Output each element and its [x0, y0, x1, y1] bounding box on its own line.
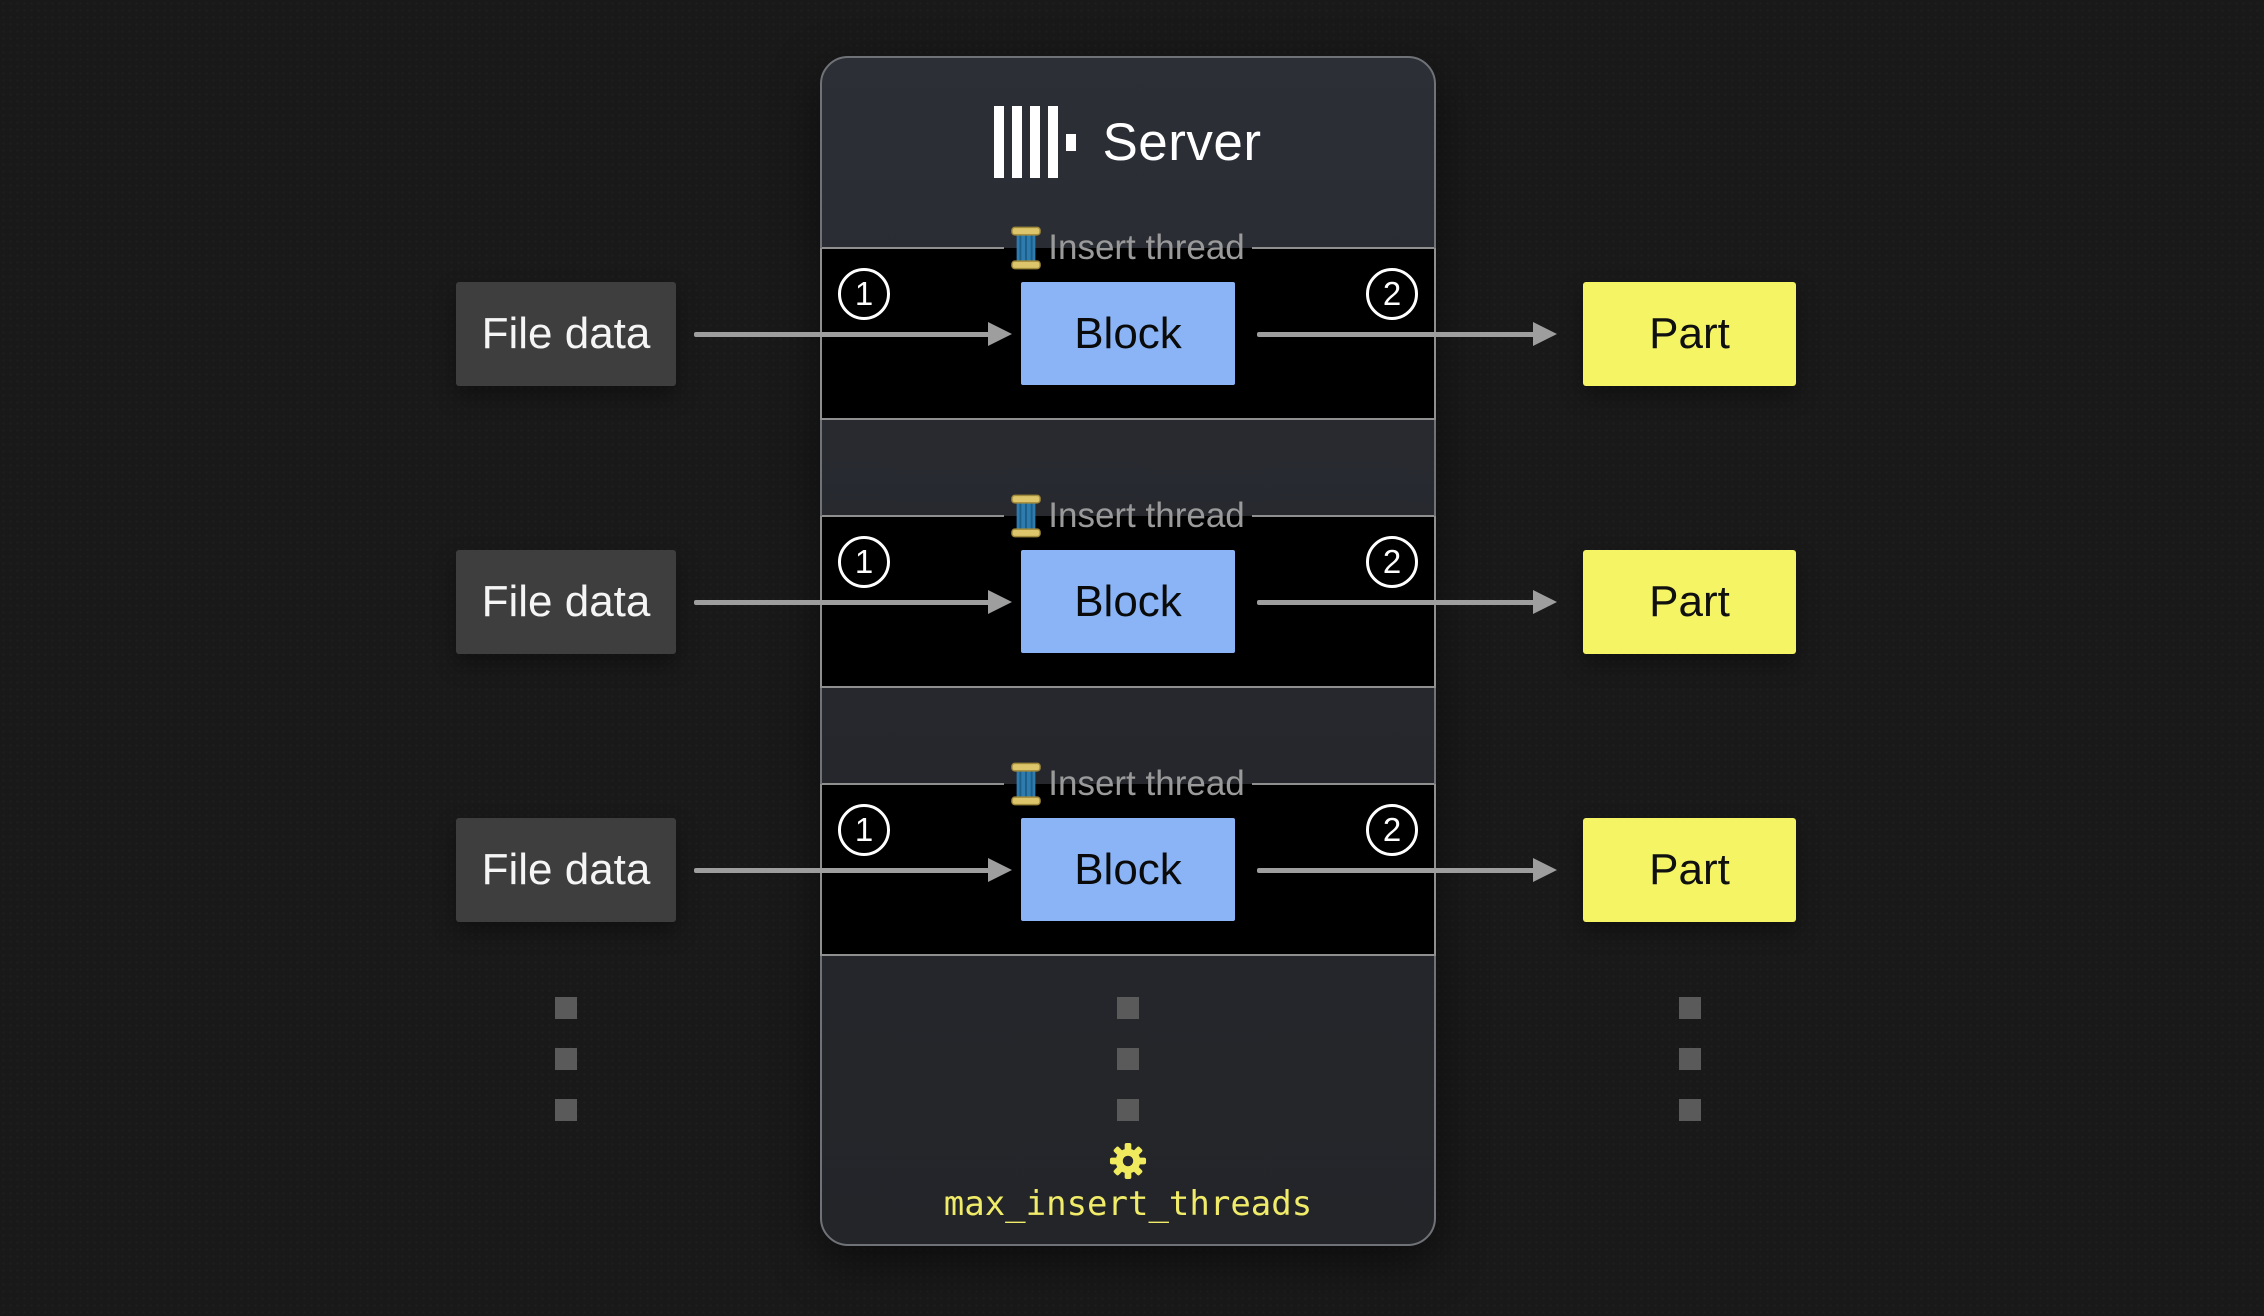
- insert-thread-legend: Insert thread: [1004, 762, 1252, 806]
- step-2-badge: 2: [1366, 536, 1418, 588]
- part-box: Part: [1583, 550, 1796, 654]
- ellipsis-dot: [555, 997, 577, 1019]
- clickhouse-logo-icon: [994, 106, 1077, 178]
- legend-line: [1251, 247, 1434, 249]
- ellipsis-dot: [1117, 997, 1139, 1019]
- part-box: Part: [1583, 818, 1796, 922]
- legend-text: Insert thread: [1048, 764, 1245, 803]
- insert-thread-legend-row: Insert thread: [822, 226, 1434, 270]
- ellipsis-dot: [555, 1048, 577, 1070]
- ellipsis-dot: [1117, 1048, 1139, 1070]
- ellipsis-column-left: [555, 997, 577, 1121]
- ellipsis-dot: [1679, 1048, 1701, 1070]
- block-box: Block: [1021, 818, 1235, 921]
- ellipsis-column-right: [1679, 997, 1701, 1121]
- logo-bar: [994, 106, 1005, 178]
- thread-spool-icon: [1011, 762, 1042, 806]
- block-box: Block: [1021, 282, 1235, 385]
- legend-line: [822, 515, 1005, 517]
- ellipsis-column-center: [1117, 997, 1139, 1121]
- step-1-badge: 1: [838, 536, 890, 588]
- max-insert-threads-label: max_insert_threads: [943, 1184, 1313, 1224]
- legend-line: [822, 247, 1005, 249]
- block-box: Block: [1021, 550, 1235, 653]
- step-2-badge: 2: [1366, 804, 1418, 856]
- file-data-box: File data: [456, 818, 676, 922]
- insert-thread-box: Insert thread 1 Block 2: [820, 226, 1436, 420]
- logo-bar: [1030, 106, 1041, 178]
- logo-bar-short: [1066, 133, 1077, 151]
- file-data-box: File data: [456, 282, 676, 386]
- ellipsis-dot: [1679, 1099, 1701, 1121]
- ellipsis-dot: [1679, 997, 1701, 1019]
- server-title: Server: [1102, 112, 1262, 172]
- legend-line: [1251, 515, 1434, 517]
- thread-spool-icon: [1011, 226, 1042, 270]
- insert-thread-legend: Insert thread: [1004, 494, 1252, 538]
- step-1-badge: 1: [838, 804, 890, 856]
- part-box: Part: [1583, 282, 1796, 386]
- insert-thread-legend-row: Insert thread: [822, 762, 1434, 806]
- step-1-badge: 1: [838, 268, 890, 320]
- gear-icon: [1109, 1142, 1147, 1180]
- insert-thread-row: File data Insert thread 1: [0, 226, 2264, 420]
- insert-thread-row: File data Insert thread 1: [0, 762, 2264, 956]
- legend-text: Insert thread: [1048, 228, 1245, 267]
- file-data-box: File data: [456, 550, 676, 654]
- ellipsis-dot: [1117, 1099, 1139, 1121]
- ellipsis-dot: [555, 1099, 577, 1121]
- logo-bar: [1048, 106, 1059, 178]
- logo-bar: [1012, 106, 1023, 178]
- legend-text: Insert thread: [1048, 496, 1245, 535]
- legend-line: [822, 783, 1005, 785]
- step-2-badge: 2: [1366, 268, 1418, 320]
- legend-line: [1251, 783, 1434, 785]
- insert-thread-legend: Insert thread: [1004, 226, 1252, 270]
- thread-spool-icon: [1011, 494, 1042, 538]
- insert-thread-row: File data Insert thread 1: [0, 494, 2264, 688]
- insert-thread-legend-row: Insert thread: [822, 494, 1434, 538]
- server-header: Server: [820, 100, 1436, 184]
